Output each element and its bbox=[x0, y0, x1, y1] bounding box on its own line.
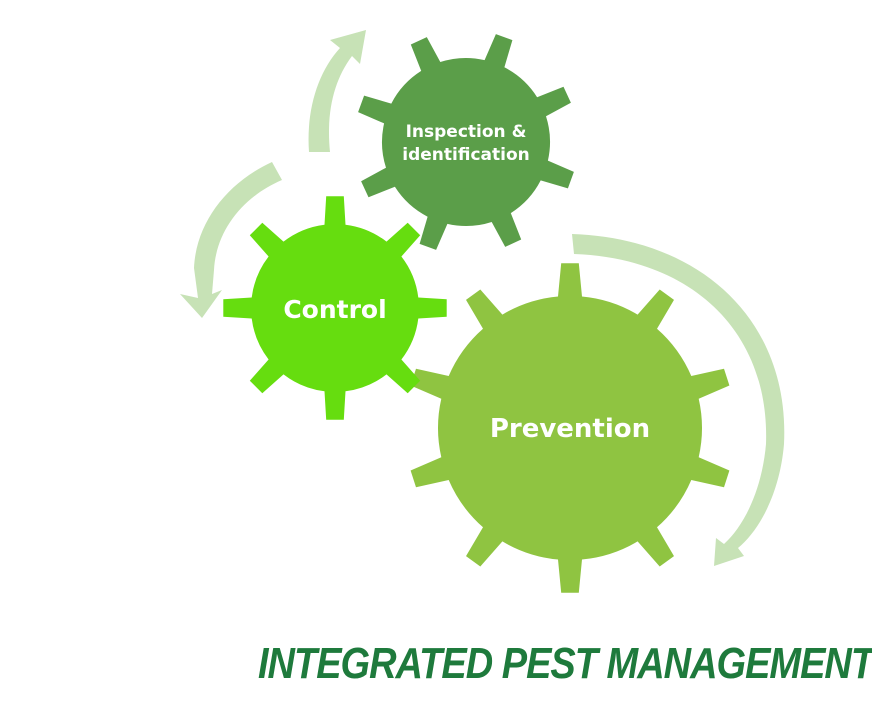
page-title: INTEGRATED PEST MANAGEMENT bbox=[258, 640, 872, 689]
prevention-label: Prevention bbox=[490, 414, 650, 444]
prevention-gear bbox=[410, 263, 730, 593]
arrow-control-to-inspection bbox=[308, 30, 366, 152]
control-label: Control bbox=[283, 295, 386, 324]
prevention-gear-shape bbox=[410, 263, 730, 593]
inspection-label-line1: Inspection & bbox=[406, 122, 527, 142]
control-gear bbox=[223, 196, 447, 420]
arrow-left-down bbox=[180, 162, 282, 318]
inspection-gear bbox=[358, 34, 574, 250]
control-gear-shape bbox=[223, 196, 447, 420]
inspection-label-line2: identification bbox=[402, 145, 529, 165]
arrow-right-down bbox=[572, 234, 785, 566]
cycle-arrows bbox=[180, 30, 785, 566]
inspection-gear-shape bbox=[358, 34, 574, 250]
